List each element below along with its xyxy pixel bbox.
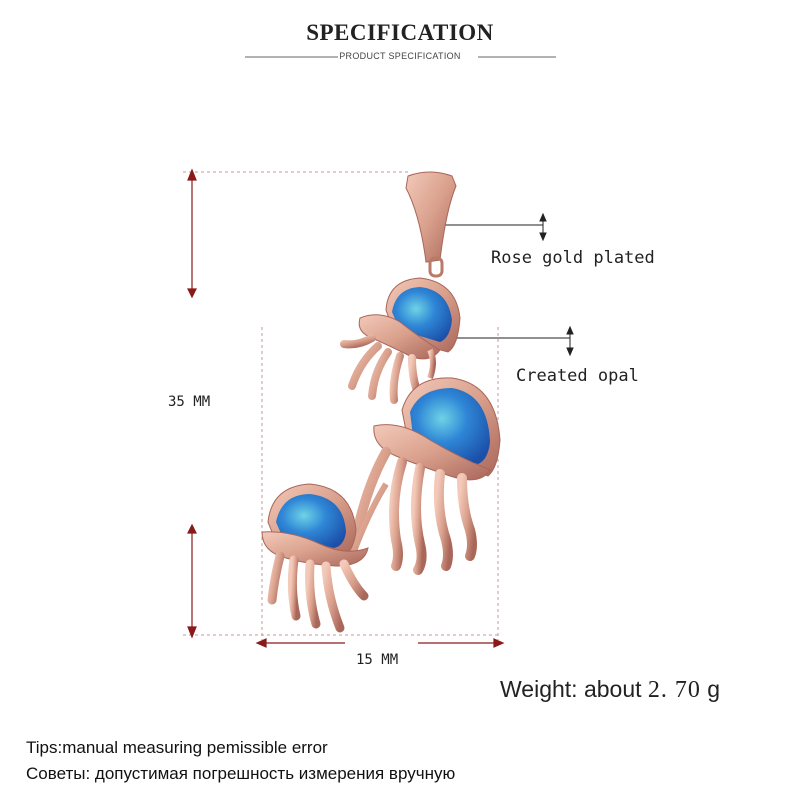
weight-line: Weight: about 2. 70 g [500,676,720,704]
tips-english: Tips:manual measuring pemissible error [26,738,328,757]
spec-subtitle: PRODUCT SPECIFICATION [339,51,461,61]
jellyfish-middle [347,377,501,575]
weight-label: Weight: about [500,676,642,702]
weight-value: 2. 70 [647,677,701,703]
height-dimension-label: 35 MM [168,394,211,410]
jellyfish-bottom [261,483,369,633]
jellyfish-pendant-image [261,171,501,633]
width-dimension-label: 15 MM [356,652,399,668]
jellyfish-top [340,277,461,404]
height-dimension-line [187,168,197,639]
tips-russian: Советы: допустимая погрешность измерения… [26,764,456,783]
callout-material-label: Rose gold plated [491,248,655,268]
guide-lines [183,171,500,640]
callout-leader-stone [438,325,574,357]
weight-unit: g [707,676,721,702]
callout-stone-label: Created opal [516,366,639,386]
width-dimension-line [255,638,505,648]
spec-title: SPECIFICATION [306,20,494,45]
callout-leader-material [430,212,547,242]
